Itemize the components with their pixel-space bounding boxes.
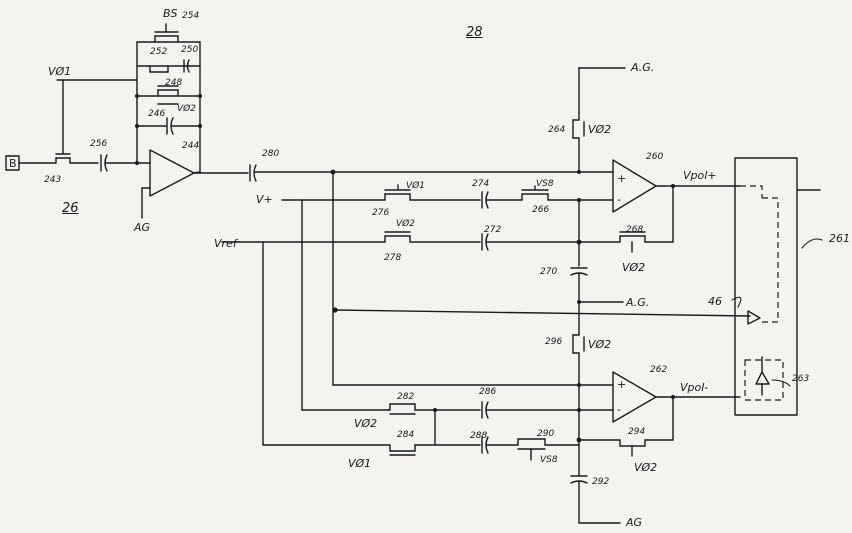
label-vphi2-296: VØ2 [588,338,612,351]
transistor-290 [517,438,546,461]
label-ref-264: 264 [548,125,566,135]
transistor-248 [157,85,179,97]
label-ref-272: 272 [484,225,502,235]
label-vphi2-294: VØ2 [634,461,658,474]
label-ref-290: 290 [537,429,555,439]
label-input-b: B [9,157,17,170]
label-ref-252: 252 [150,47,168,57]
label-opamp262-plus: + [617,378,627,391]
label-ref-282: 282 [397,392,415,402]
transistor-264 [572,119,585,139]
capacitor-288 [481,436,489,454]
label-ref-243: 243 [44,175,62,185]
label-vpol-plus: Vpol+ [683,169,717,182]
label-ref-292: 292 [592,477,610,487]
label-vpol-minus: Vpol- [680,381,709,394]
label-ref-278: 278 [384,253,402,263]
block-261 [734,157,798,416]
label-ref-246: 246 [148,109,166,119]
label-ref-46: 46 [708,295,722,308]
capacitor-272 [481,233,489,251]
label-ref-254: 254 [182,11,200,21]
label-ref-268: 268 [626,225,644,235]
label-ref-250: 250 [181,45,199,55]
label-ref-262: 262 [650,365,668,375]
label-ref-261: 261 [829,232,850,245]
label-ref-266: 266 [532,205,550,215]
capacitor-274 [481,191,489,209]
label-vphi1-284: VØ1 [348,457,372,470]
label-vphi2-278: VØ2 [396,219,415,229]
label-ag-bottom: AG [626,516,643,529]
label-vphi1-top: VØ1 [48,65,72,78]
transistor-284 [389,444,416,456]
opamp-260 [612,159,657,213]
transistor-254 [154,23,179,43]
label-ref-284: 284 [397,430,415,440]
label-vplus: V+ [256,193,273,206]
label-ref-248: 248 [165,78,183,88]
label-vref: Vref [214,237,237,250]
label-vphi2-264: VØ2 [588,123,612,136]
capacitor-280 [249,164,257,182]
capacitor-246 [166,117,174,135]
transistor-282 [389,403,416,415]
label-ref-26: 26 [62,201,79,216]
capacitor-286 [481,401,489,419]
label-vs8-bot: VS8 [540,455,558,465]
transistor-243 [55,79,71,164]
label-vphi2-282: VØ2 [354,417,378,430]
label-vphi2-268: VØ2 [622,261,646,274]
label-ref-270: 270 [540,267,558,277]
label-ag-left: AG [134,221,151,234]
label-ref-260: 260 [646,152,664,162]
transistor-294 [619,439,646,457]
transistor-268 [619,231,646,253]
capacitor-292 [570,475,588,484]
label-ref-274: 274 [472,179,490,189]
label-vphi1-276: VØ1 [406,181,425,191]
label-opamp262-minus: - [617,403,621,416]
label-ref-294: 294 [628,427,646,437]
capacitor-250 [183,59,190,73]
label-ref-263: 263 [792,374,810,384]
capacitor-270 [570,267,588,276]
label-ref-256: 256 [90,139,108,149]
label-vs8-top: VS8 [536,179,554,189]
label-ref-276: 276 [372,208,390,218]
label-ref-28: 28 [466,25,483,40]
opamp-262 [612,371,657,423]
label-ref-296: 296 [545,337,563,347]
label-ref-286: 286 [479,387,497,397]
label-bs: BS [163,7,178,20]
transistor-296 [572,334,585,354]
opamp-244 [149,149,195,197]
transistor-266 [521,185,549,201]
label-vphi2-fb: VØ2 [177,104,196,114]
transistor-278 [384,231,411,243]
label-ref-280: 280 [262,149,280,159]
label-ref-288: 288 [470,431,488,441]
block-263 [744,356,784,401]
label-ag-mid: A.G. [626,296,650,309]
label-opamp260-minus: - [617,193,621,206]
label-ag-top: A.G. [631,61,655,74]
comparator-46 [747,310,761,325]
label-ref-244: 244 [182,141,200,151]
transistor-252 [149,65,169,73]
label-opamp260-plus: + [617,172,627,185]
transistor-276 [384,184,411,201]
